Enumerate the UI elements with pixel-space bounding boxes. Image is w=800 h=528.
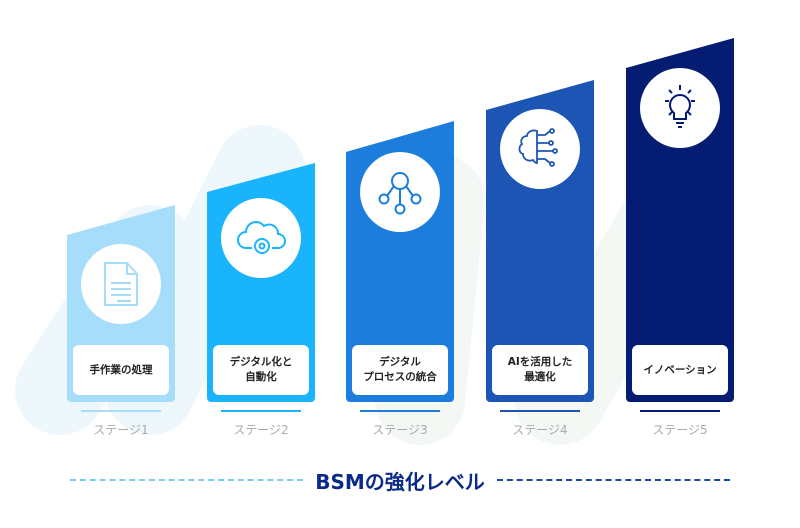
stage-1-label: 手作業の処理 xyxy=(73,345,169,395)
stage-4-bar: AIを活用した 最適化 xyxy=(486,0,594,402)
diagram-title: BSMの強化レベル xyxy=(315,469,485,494)
stage-3-bar: デジタル プロセスの統合 xyxy=(346,0,454,402)
stage-2-bar: デジタル化と 自動化 xyxy=(207,0,315,402)
title-row: BSMの強化レベル xyxy=(70,466,730,494)
stage-1-bar: 手作業の処理 xyxy=(67,0,175,402)
stage-5-bar: イノベーション xyxy=(626,0,734,402)
ai-brain-icon xyxy=(500,109,580,189)
stage-4-name: ステージ4 xyxy=(512,423,568,437)
stage-4-underline xyxy=(500,410,580,412)
lightbulb-icon xyxy=(640,68,720,148)
stage-2-name: ステージ2 xyxy=(233,423,289,437)
dashed-line-left xyxy=(70,479,304,481)
dashed-line-right xyxy=(496,479,730,481)
stage-5-label: イノベーション xyxy=(632,345,728,395)
stage-2-underline xyxy=(221,410,301,412)
network-icon xyxy=(360,152,440,232)
stage-4-label: AIを活用した 最適化 xyxy=(492,345,588,395)
document-icon xyxy=(81,244,161,324)
stage-3-name: ステージ3 xyxy=(372,423,428,437)
stage-3-label: デジタル プロセスの統合 xyxy=(352,345,448,395)
cloud-gear-icon xyxy=(221,198,301,278)
stage-5-underline xyxy=(640,410,720,412)
stage-2-label: デジタル化と 自動化 xyxy=(213,345,309,395)
stage-5-name: ステージ5 xyxy=(652,423,708,437)
stage-1-underline xyxy=(81,410,161,412)
stage-3-underline xyxy=(360,410,440,412)
stage-1-name: ステージ1 xyxy=(93,423,149,437)
